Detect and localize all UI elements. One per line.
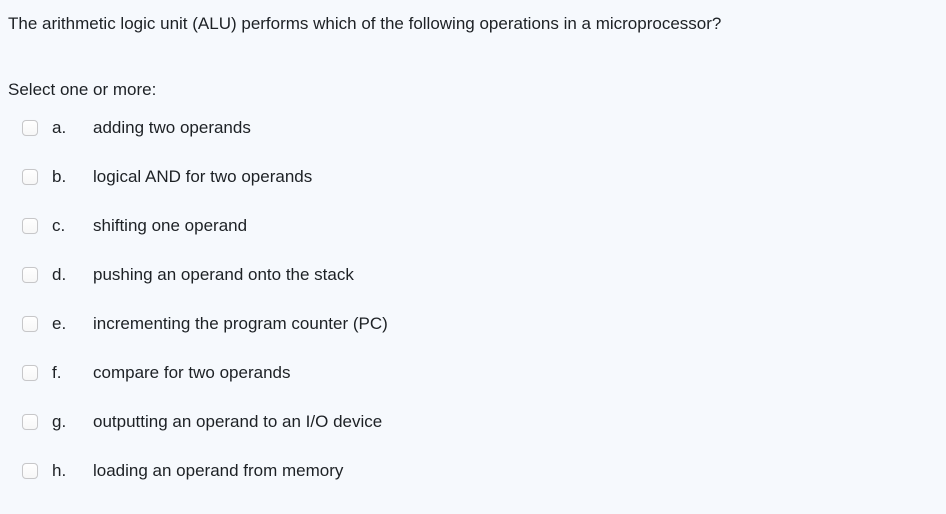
option-label[interactable]: pushing an operand onto the stack: [93, 264, 354, 284]
option-label[interactable]: loading an operand from memory: [93, 460, 344, 480]
option-letter: b.: [52, 166, 67, 186]
option-row-b: b. logical AND for two operands: [0, 152, 946, 201]
option-row-f: f. compare for two operands: [0, 348, 946, 397]
option-row-e: e. incrementing the program counter (PC): [0, 299, 946, 348]
option-label[interactable]: compare for two operands: [93, 362, 291, 382]
option-row-g: g. outputting an operand to an I/O devic…: [0, 397, 946, 446]
answer-checkbox-f[interactable]: [22, 364, 38, 381]
option-letter: c.: [52, 215, 66, 235]
option-row-d: d. pushing an operand onto the stack: [0, 250, 946, 299]
option-row-c: c. shifting one operand: [0, 201, 946, 250]
answer-checkbox-b[interactable]: [22, 168, 38, 185]
option-label[interactable]: logical AND for two operands: [93, 166, 313, 186]
option-label[interactable]: shifting one operand: [93, 215, 248, 235]
option-row-a: a. adding two operands: [0, 103, 946, 152]
answer-checkbox-c[interactable]: [22, 217, 38, 234]
option-letter: a.: [52, 117, 67, 137]
answer-checkbox-h[interactable]: [22, 462, 38, 479]
option-label[interactable]: adding two operands: [93, 117, 251, 137]
option-letter: d.: [52, 264, 67, 284]
answer-checkbox-a[interactable]: [22, 119, 38, 136]
answer-checkbox-g[interactable]: [22, 413, 38, 430]
answer-checkbox-e[interactable]: [22, 315, 38, 332]
option-row-h: h. loading an operand from memory: [0, 446, 946, 495]
option-letter: e.: [52, 313, 67, 333]
options-list: a. adding two operands b. logical AND fo…: [0, 103, 946, 495]
option-letter: g.: [52, 411, 67, 431]
option-label[interactable]: incrementing the program counter (PC): [93, 313, 388, 333]
question-text: The arithmetic logic unit (ALU) performs…: [8, 14, 722, 33]
option-label[interactable]: outputting an operand to an I/O device: [93, 411, 383, 431]
option-letter: h.: [52, 460, 67, 480]
select-prompt: Select one or more:: [8, 80, 157, 99]
answer-checkbox-d[interactable]: [22, 266, 38, 283]
option-letter: f.: [52, 362, 62, 382]
